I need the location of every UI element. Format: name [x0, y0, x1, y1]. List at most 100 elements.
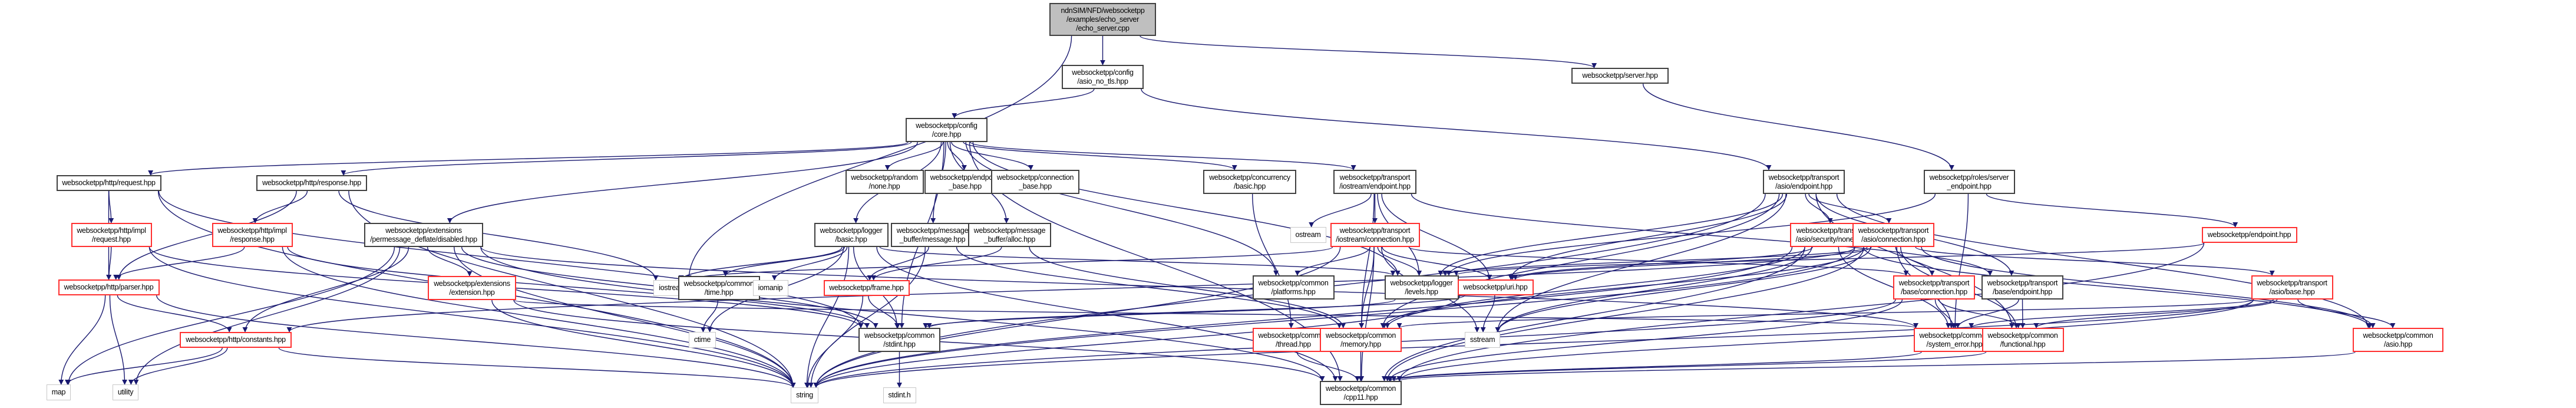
graph-node-http-parser[interactable]: websocketpp/http/parser.hpp: [58, 279, 160, 295]
graph-node-asio-connection[interactable]: websocketpp/transport /asio/connection.h…: [1852, 223, 1934, 247]
edge-impl_response-to-stdint: [287, 246, 870, 328]
graph-node-server[interactable]: websocketpp/server.hpp: [1571, 68, 1669, 84]
edge-pmd_disabled-to-utility: [133, 246, 401, 385]
edge-core-to-http_response: [341, 142, 912, 176]
edge-asio_connection-to-string: [813, 246, 1855, 388]
graph-node-logger-basic[interactable]: websocketpp/logger /basic.hpp: [814, 223, 889, 247]
edge-impl_response-to-http_parser: [113, 246, 245, 280]
edge-http_response-to-http_parser: [116, 190, 297, 280]
graph-node-msg-alloc[interactable]: websocketpp/message _buffer/alloc.hpp: [968, 223, 1051, 247]
graph-node-asio-no-tls[interactable]: websocketpp/config /asio_no_tls.hpp: [1062, 65, 1144, 89]
edge-ext_extension-to-string: [491, 300, 796, 388]
edge-server_endpoint-to-system_error: [1952, 193, 1969, 328]
edge-endpoint-to-cpp11: [1396, 242, 2205, 381]
graph-node-connection-base[interactable]: websocketpp/connection _base.hpp: [991, 170, 1079, 194]
edge-asio_base-to-common_asio: [2297, 299, 2396, 328]
edge-base_connection-to-cpp11: [1386, 299, 1903, 381]
edge-http_parser-to-http_constants: [117, 295, 232, 333]
graph-node-base-endpoint[interactable]: websocketpp/transport /base/endpoint.hpp: [1981, 275, 2063, 300]
edge-ext_extension-to-system_error: [513, 300, 1918, 328]
edge-base_connection-to-functional: [1938, 299, 2021, 328]
edge-asio_no_tls-to-asio_endpoint: [1141, 88, 1772, 170]
graph-node-stdint-h: stdint.h: [883, 387, 916, 403]
edge-security_none-to-cpp11: [1382, 246, 1805, 381]
edge-msg_alloc-to-frame: [871, 246, 1002, 281]
edge-security_none-to-common_asio: [1863, 246, 2373, 328]
edge-core-to-logger_levels: [972, 142, 1401, 276]
edge-core-to-platforms: [965, 142, 1279, 276]
graph-node-server-endpoint[interactable]: websocketpp/roles/server _endpoint.hpp: [1923, 170, 2015, 194]
graph-node-iostream-endpoint[interactable]: websocketpp/transport /iostream/endpoint…: [1333, 170, 1416, 194]
graph-node-asio-base[interactable]: websocketpp/transport /asio/base.hpp: [2251, 275, 2333, 300]
edge-server_endpoint-to-endpoint: [1986, 193, 2238, 228]
edge-iostream_connection-to-string: [813, 246, 1341, 388]
edge-iostream_connection-to-cpp11: [1359, 246, 1375, 381]
graph-node-uri[interactable]: websocketpp/uri.hpp: [1457, 279, 1534, 295]
graph-node-base-connection[interactable]: websocketpp/transport /base/connection.h…: [1893, 275, 1975, 300]
edge-http_response-to-impl_response: [252, 190, 308, 223]
edge-logger_levels-to-stdint: [923, 299, 1396, 328]
graph-node-http-request[interactable]: websocketpp/http/request.hpp: [56, 175, 161, 191]
edge-base_connection-to-system_error: [1934, 299, 1956, 328]
graph-node-memory[interactable]: websocketpp/common /memory.hpp: [1320, 328, 1402, 352]
edge-uri-to-sstream: [1480, 295, 1495, 333]
edge-logger_basic-to-cpp11: [876, 246, 1338, 381]
graph-node-asio-endpoint[interactable]: websocketpp/transport /asio/endpoint.hpp: [1763, 170, 1845, 194]
graph-node-http-constants[interactable]: websocketpp/http/constants.hpp: [180, 332, 292, 348]
edge-iostream_connection-to-iostream: [686, 246, 1333, 281]
graph-node-stdint[interactable]: websocketpp/common /stdint.hpp: [858, 328, 940, 352]
edge-asio_endpoint-to-memory: [1380, 193, 1780, 328]
edge-msg_alloc-to-memory: [1029, 246, 1346, 328]
graph-node-root[interactable]: ndnSIM/NFD/websocketpp /examples/echo_se…: [1049, 3, 1156, 36]
graph-node-concurrency-basic[interactable]: websocketpp/concurrency /basic.hpp: [1203, 170, 1296, 194]
edge-impl_request-to-http_parser: [106, 246, 112, 280]
edge-asio_base-to-memory: [1397, 299, 2254, 328]
edge-security_none-to-string: [813, 246, 1793, 388]
edge-asio_endpoint-to-sstream: [1495, 193, 1786, 333]
edge-pmd_disabled-to-string: [454, 246, 796, 388]
edge-asio_connection-to-logger_levels: [1442, 246, 1868, 276]
graph-node-utility: utility: [113, 384, 138, 400]
edge-concurrency_basic-to-thread: [1251, 193, 1294, 328]
graph-node-http-response[interactable]: websocketpp/http/response.hpp: [256, 175, 367, 191]
graph-node-system-error[interactable]: websocketpp/common /system_error.hpp: [1913, 328, 1996, 352]
graph-node-common-time[interactable]: websocketpp/common /time.hpp: [678, 276, 760, 300]
graph-node-logger-levels[interactable]: websocketpp/logger /levels.hpp: [1384, 275, 1459, 300]
graph-node-frame[interactable]: websocketpp/frame.hpp: [823, 280, 910, 296]
graph-node-impl-request[interactable]: websocketpp/http/impl /request.hpp: [71, 223, 152, 247]
graph-node-endpoint-base[interactable]: websocketpp/endpoint _base.hpp: [924, 170, 1006, 194]
edge-uri-to-string: [813, 295, 1461, 388]
graph-node-cpp11[interactable]: websocketpp/common /cpp11.hpp: [1320, 381, 1402, 405]
edge-pmd_disabled-to-ext_extension: [427, 246, 473, 277]
edge-logger_basic-to-common_time: [722, 246, 845, 277]
edge-asio_base-to-system_error: [1969, 299, 2274, 328]
edge-security_none-to-sstream: [1495, 246, 1812, 333]
graph-node-msg-message[interactable]: websocketpp/message _buffer/message.hpp: [891, 223, 974, 247]
graph-node-random-none[interactable]: websocketpp/random /none.hpp: [845, 170, 924, 194]
edge-http_request-to-stdint: [158, 190, 864, 328]
graph-node-endpoint[interactable]: websocketpp/endpoint.hpp: [2201, 227, 2297, 243]
graph-node-impl-response[interactable]: websocketpp/http/impl /response.hpp: [212, 223, 293, 247]
graph-node-core[interactable]: websocketpp/config /core.hpp: [906, 118, 988, 142]
graph-node-ext-extension[interactable]: websocketpp/extensions /extension.hpp: [428, 276, 516, 300]
graph-node-functional[interactable]: websocketpp/common /functional.hpp: [1981, 328, 2064, 352]
edge-root-to-iostream: [686, 35, 1072, 281]
graph-node-pmd-disabled[interactable]: websocketpp/extensions /permessage_defla…: [364, 223, 483, 247]
edge-http_parser-to-string: [156, 295, 796, 388]
edge-http_response-to-iostream: [338, 190, 659, 281]
edge-asio_endpoint-to-uri: [1508, 193, 1788, 280]
edge-layer: [58, 35, 2396, 388]
graph-node-iostream-connection[interactable]: websocketpp/transport /iostream/connecti…: [1330, 223, 1420, 247]
edge-asio_connection-to-http_constants: [286, 246, 1855, 333]
edge-logger_basic-to-iomanip: [771, 246, 848, 281]
graph-node-common-asio[interactable]: websocketpp/common /asio.hpp: [2353, 328, 2443, 352]
edge-asio_base-to-cpp11: [1396, 299, 2254, 381]
edge-asio_endpoint-to-logger_levels: [1438, 193, 1784, 276]
edge-msg_message-to-string: [808, 246, 926, 388]
edge-pmd_disabled-to-map: [65, 246, 395, 385]
edge-http_constants-to-utility: [128, 347, 228, 385]
graph-node-ctime: ctime: [689, 332, 716, 348]
graph-node-platforms[interactable]: websocketpp/common /platforms.hpp: [1252, 275, 1335, 300]
edge-impl_response-to-string: [282, 246, 796, 388]
